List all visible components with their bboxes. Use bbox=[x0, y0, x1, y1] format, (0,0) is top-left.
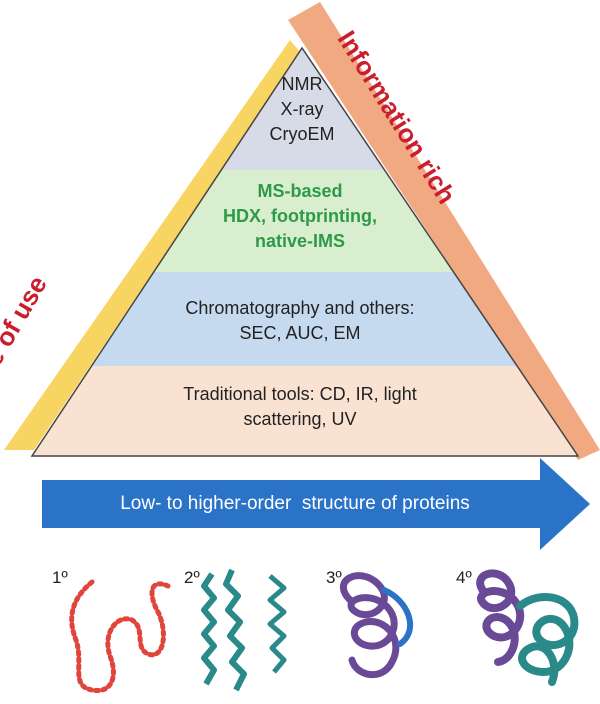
secondary-sheet bbox=[267, 574, 287, 674]
quaternary-fold-purple bbox=[476, 569, 525, 666]
order-label-primary: 1º bbox=[52, 568, 68, 587]
level-line: MS-based bbox=[257, 181, 343, 201]
pyramid-outline bbox=[30, 46, 580, 457]
tertiary-fold-blue bbox=[381, 587, 413, 647]
level-line: NMR bbox=[281, 74, 323, 94]
information-rich-band bbox=[288, 2, 600, 460]
level-line: X-ray bbox=[280, 99, 324, 119]
level-line: native-IMS bbox=[254, 231, 346, 251]
pyramid-traditional-text: Traditional tools: CD, IR, light scatter… bbox=[140, 382, 460, 432]
tertiary-fold-purple bbox=[340, 572, 400, 679]
order-arrow bbox=[42, 458, 590, 550]
order-label-quaternary: 4º bbox=[456, 568, 472, 587]
quaternary-fold-teal bbox=[516, 593, 579, 686]
level-line: Traditional tools: CD, IR, light bbox=[183, 384, 417, 404]
order-label-tertiary: 3º bbox=[326, 568, 342, 587]
pyramid-ms-text: MS-based HDX, footprinting, native-IMS bbox=[200, 179, 400, 254]
level-line: SEC, AUC, EM bbox=[239, 323, 361, 343]
pyramid-level-traditional bbox=[32, 366, 578, 456]
ease-of-use-band bbox=[4, 40, 300, 450]
pyramid-top-text: NMR X-ray CryoEM bbox=[252, 72, 352, 147]
level-line: Chromatography and others: bbox=[185, 298, 415, 318]
level-line: scattering, UV bbox=[243, 409, 357, 429]
pyramid-chromatography-text: Chromatography and others: SEC, AUC, EM bbox=[150, 296, 450, 346]
secondary-helix-2 bbox=[223, 568, 247, 692]
secondary-helix-1 bbox=[201, 572, 217, 686]
arrow-label: Low- to higher-order structure of protei… bbox=[120, 493, 470, 514]
level-line: CryoEM bbox=[269, 124, 335, 144]
primary-structure-dots bbox=[69, 579, 171, 694]
order-label-secondary: 2º bbox=[184, 568, 200, 587]
level-line: HDX, footprinting, bbox=[223, 206, 377, 226]
